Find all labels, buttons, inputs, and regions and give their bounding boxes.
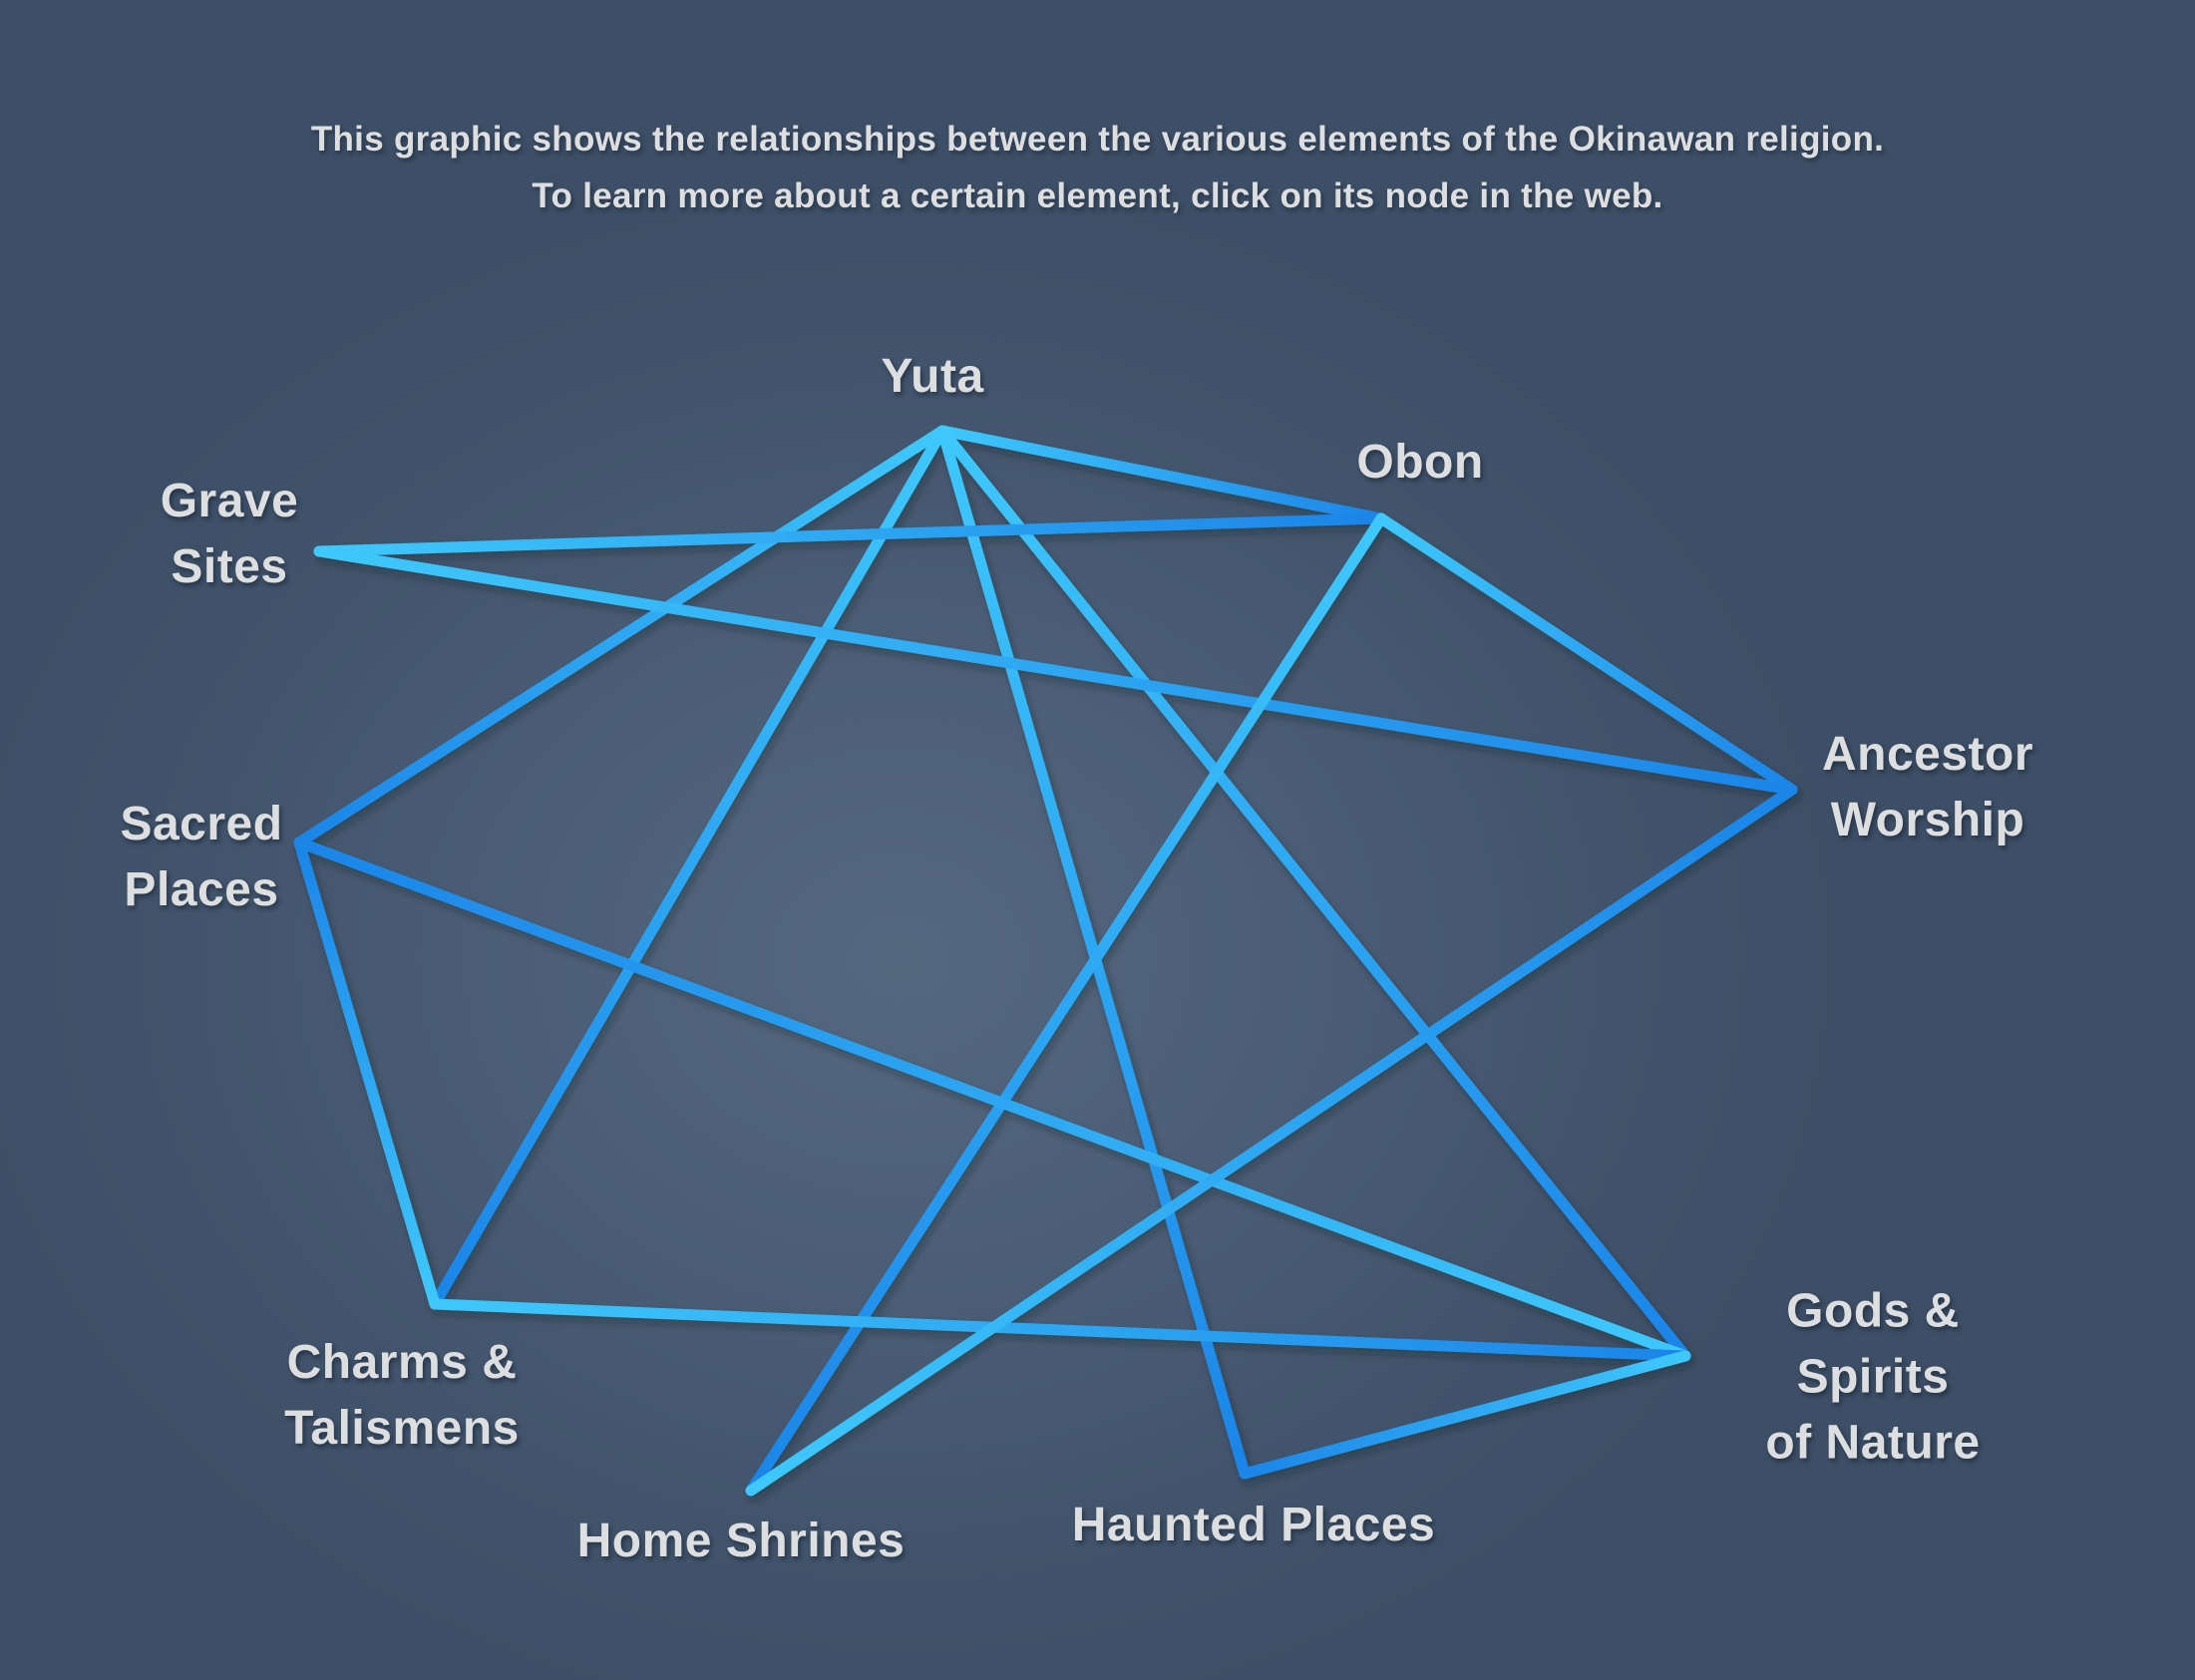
edge-obon-ancestor-worship [1375,512,1798,796]
edge-home-shrines-ancestor-worship [745,784,1798,1497]
node-gods-spirits[interactable] [1669,1340,1701,1372]
title-block: This graphic shows the relationships bet… [0,112,2195,224]
edges-group [293,425,1798,1497]
node-label-charms-talismens[interactable]: Charms & Talismens [284,1335,520,1455]
node-label-sacred-places[interactable]: Sacred Places [120,797,283,916]
node-label-obon[interactable]: Obon [1356,435,1484,489]
node-label-grave-sites[interactable]: Grave Sites [160,474,299,593]
node-sacred-places[interactable] [283,827,315,858]
node-home-shrines[interactable] [735,1475,767,1507]
edge-yuta-gods-spirits [936,425,1691,1362]
node-grave-sites[interactable] [303,535,335,567]
edge-obon-home-shrines [745,512,1387,1497]
node-haunted-places[interactable] [1229,1458,1261,1490]
node-yuta[interactable] [926,415,958,447]
edge-grave-sites-ancestor-worship [313,545,1798,796]
edge-charms-talismens-gods-spirits [429,1298,1691,1362]
edge-gods-spirits-haunted-places [1239,1350,1691,1480]
edge-charms-talismens-sacred-places [293,837,441,1310]
node-label-gods-spirits[interactable]: Gods & Spirits of Nature [1765,1284,1981,1471]
node-label-haunted-places[interactable]: Haunted Places [1071,1498,1436,1551]
node-label-yuta[interactable]: Yuta [881,349,984,403]
edge-yuta-obon [936,425,1387,524]
edge-gods-spirits-sacred-places [293,837,1691,1362]
edge-yuta-charms-talismens [429,425,948,1310]
edge-grave-sites-obon [313,512,1387,557]
node-obon[interactable] [1365,503,1397,534]
title-line-2: To learn more about a certain element, c… [532,175,1663,215]
node-label-home-shrines[interactable]: Home Shrines [576,1513,906,1567]
node-ancestor-worship[interactable] [1776,774,1808,806]
node-label-ancestor-worship[interactable]: Ancestor Worship [1821,727,2034,846]
edge-yuta-sacred-places [293,425,948,848]
node-charms-talismens[interactable] [419,1288,451,1320]
title-line-1: This graphic shows the relationships bet… [310,120,1885,159]
